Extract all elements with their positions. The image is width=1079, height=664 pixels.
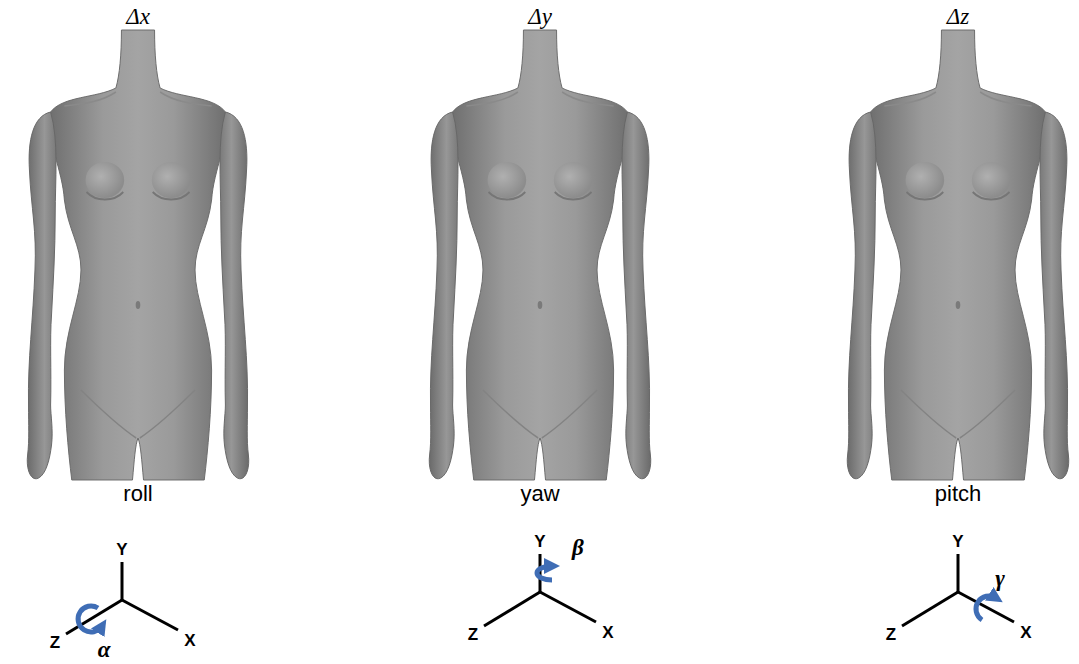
rotation-name: yaw	[520, 483, 559, 505]
axis-triad	[902, 554, 1014, 626]
axis-letter: Z	[468, 626, 478, 643]
axis-letter: Y	[952, 533, 963, 550]
axis-letter: Y	[116, 541, 127, 558]
axis-letter: Y	[534, 533, 545, 550]
rotation-name: pitch	[935, 483, 981, 505]
offset-label: Δx	[126, 5, 150, 28]
mannequin-figure	[847, 30, 1069, 480]
axis-letter: X	[602, 624, 613, 641]
rotation-arrow	[537, 566, 552, 580]
axis-triad	[484, 554, 596, 626]
axis-letter: X	[184, 632, 195, 649]
axis-letter: X	[1020, 624, 1031, 641]
mannequin-figure	[429, 30, 651, 480]
rotation-arrow	[78, 606, 102, 632]
angle-symbol: γ	[995, 567, 1005, 590]
rotation-arrow	[976, 596, 996, 620]
mannequin-figure	[27, 30, 249, 480]
angle-symbol: β	[572, 536, 584, 559]
axis-letter: Z	[886, 626, 896, 643]
offset-label: Δy	[528, 5, 552, 28]
offset-label: Δz	[947, 5, 969, 28]
angle-symbol: α	[98, 637, 111, 660]
rotation-name: roll	[123, 483, 152, 505]
axis-triad	[66, 562, 178, 634]
axis-letter: Z	[50, 634, 60, 651]
